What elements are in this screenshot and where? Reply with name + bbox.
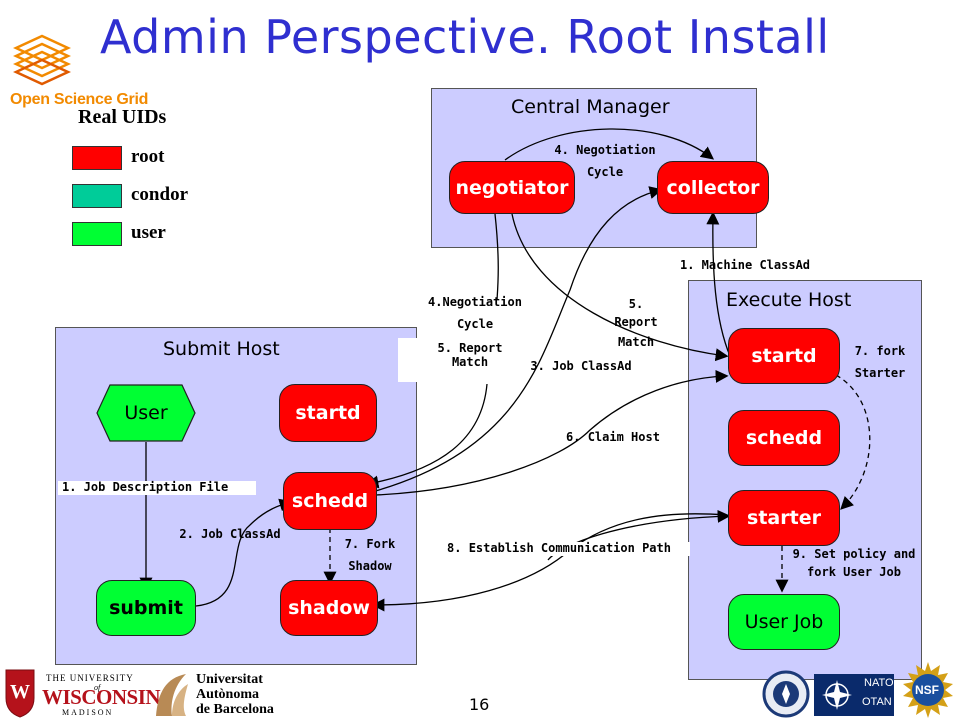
starter-node: starter [728, 490, 840, 546]
arrow-claim-host [375, 369, 729, 496]
execute-host-title: Execute Host [726, 289, 852, 311]
submit-host-title: Submit Host [163, 338, 280, 360]
nato-line1: NATO [864, 677, 894, 689]
dhs-seal-icon [762, 670, 810, 718]
startd-exec-node: startd [728, 328, 840, 384]
label-background [398, 338, 518, 382]
nato-line2: OTAN [862, 696, 892, 708]
legend-label-user: user [131, 222, 166, 243]
nsf-text: NSF [915, 683, 939, 697]
legend-title: Real UIDs [78, 106, 167, 128]
nato-star-icon [822, 680, 852, 710]
user-node-label: User [124, 402, 168, 424]
shadow-node: shadow [280, 580, 378, 636]
svg-text:W: W [10, 681, 30, 703]
uw-line3: WISCONSIN [42, 685, 161, 709]
user-job-node: User Job [728, 594, 840, 650]
schedd-exec-node: schedd [728, 410, 840, 466]
legend-swatch-condor [72, 184, 122, 208]
arrow-machine-classad [706, 211, 731, 357]
uab-line3: de Barcelona [196, 702, 274, 717]
legend-swatch-root [72, 146, 122, 170]
label-machine-classad: 1. Machine ClassAd [679, 258, 811, 272]
legend-label-root: root [131, 146, 165, 167]
arrow-establish-comm [371, 513, 727, 612]
arrow-negotiation-schedd [494, 213, 499, 301]
uab-line2: Autònoma [196, 687, 260, 702]
submit-node: submit [96, 580, 196, 636]
uw-line4: MADISON [62, 708, 114, 717]
arrow-report-match-schedd [365, 383, 488, 489]
central-manager-title: Central Manager [511, 96, 670, 118]
label-job-description: 1. Job Description File [58, 480, 256, 495]
uw-crest-icon: W [5, 669, 35, 718]
arrow-negotiation-cycle [504, 128, 715, 161]
arrow-fork-starter [835, 374, 871, 510]
legend-swatch-user [72, 222, 122, 246]
label-establish-comm: 8. Establish Communication Path [428, 541, 690, 556]
arrow-job-classad-submit [195, 498, 293, 607]
osg-logo-icon [13, 34, 71, 86]
arrow-job-classad [371, 186, 663, 493]
label-job-classad-submit: 2. Job ClassAd [179, 527, 281, 541]
startd-submit-node: startd [279, 384, 377, 442]
uab-logo-icon [156, 674, 188, 716]
schedd-submit-node: schedd [283, 472, 377, 530]
user-node-hexagon [96, 384, 196, 442]
legend-label-condor: condor [131, 184, 188, 205]
collector-node: collector [657, 161, 769, 214]
label-claim-host: 6. Claim Host [566, 430, 660, 444]
arrow-report-match-exec [511, 213, 729, 362]
uab-line1: Universitat [196, 672, 263, 687]
nsf-seal-icon [903, 662, 953, 718]
uw-line1: THE UNIVERSITY [46, 673, 134, 683]
label-job-classad: 3. Job ClassAd [530, 359, 632, 373]
osg-logo-text: Open Science Grid [10, 91, 149, 108]
negotiator-node: negotiator [449, 161, 575, 214]
slide-title: Admin Perspective. Root Install [100, 10, 830, 64]
page-number: 16 [469, 695, 490, 714]
uw-line2: of [94, 683, 101, 692]
